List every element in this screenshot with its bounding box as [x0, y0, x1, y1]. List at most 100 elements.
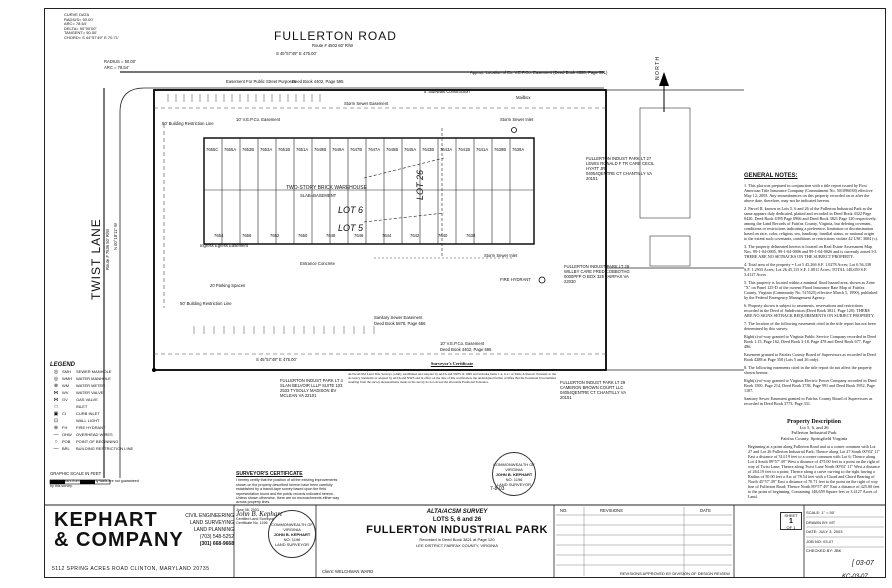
- firm-name-1: KEPHART: [54, 509, 158, 531]
- seal-title-name: JOHN B. KEPHART: [273, 531, 311, 537]
- property-boundary: [153, 89, 607, 371]
- legend-symbol-icon: ⊡: [53, 417, 59, 424]
- scale-label: GRAPHIC SCALE IN FEET: [50, 471, 102, 476]
- firm-name: KEPHART & COMPANY: [54, 510, 184, 550]
- bay-label: 7649A: [332, 147, 345, 152]
- sidewalk-label: 5' Sidewalk Construction: [424, 89, 470, 94]
- bay-label: 7643A: [440, 147, 453, 152]
- pen-mark: [ 03-07: [852, 560, 874, 567]
- legend-symbol-icon: ⋈: [53, 389, 59, 396]
- twist-lane-label: TWIST LANE: [89, 218, 103, 300]
- legend-note: NOTE: Bears from top of party walls are …: [50, 479, 139, 488]
- surveyor-seal-title: COMMONWEALTH OF VIRGINIA JOHN B. KEPHART…: [268, 510, 316, 558]
- legend-label: WALL LIGHT: [76, 418, 100, 423]
- client-label: Client: WELCHMAN WARD: [322, 569, 374, 574]
- surveyor-signature: John B. Kephart: [236, 510, 283, 519]
- legend-label: FIRE HYDRANT: [76, 425, 106, 430]
- bay-label: 7647A: [368, 147, 381, 152]
- description-park: Fullerton Industrial Park: [791, 430, 837, 436]
- bay-label: 7645B: [386, 147, 399, 152]
- bay-label-lower: 7650: [298, 233, 308, 238]
- bay-dividers: [221, 138, 511, 244]
- note-item: 6. Property shown is subject to easement…: [744, 303, 875, 318]
- surveyor-seal-center: COMMONWEALTH OF VIRGINIA JOHN B. KEPHART…: [492, 452, 536, 496]
- corner-arc: ARC = 78.54': [104, 65, 129, 70]
- note-item: Right(s)-of-way granted to Virginia Elec…: [744, 378, 877, 393]
- legend-symbol-icon: —: [53, 445, 59, 452]
- project-name: FULLERTON INDUSTRIAL PARK: [366, 524, 548, 536]
- adjoiner-lot28: FULLERTON INDUST PARK LT 28 WILLBY CARE …: [564, 264, 636, 284]
- seal-center-name: JOHN B. KEPHART: [495, 471, 533, 477]
- alta-certificate-body: I hereby certify that this map or plat a…: [348, 368, 556, 384]
- legend-symbol-icon: ○: [54, 438, 58, 445]
- notes-title: GENERAL NOTES:: [744, 173, 798, 179]
- legend-label: SEWER MANHOLE: [76, 369, 112, 374]
- rev-col-revisions: REVISIONS: [600, 508, 623, 513]
- seal-title-top: COMMONWEALTH OF VIRGINIA: [271, 521, 313, 532]
- rev-col-date: DATE: [700, 508, 711, 513]
- lot5-line: [363, 212, 445, 223]
- sheet-number: SHEET 1 OF 1: [780, 512, 802, 530]
- bay-label-lower: 7656: [242, 233, 252, 238]
- vepco-south: 10' V.E.P.Co. Easement: [440, 341, 485, 346]
- lot26-label: LOT 26: [415, 169, 425, 200]
- revision-grid: [556, 507, 732, 576]
- firm-phone-2: (301) 668-9668: [199, 541, 234, 547]
- bay-label: 7645A: [404, 147, 417, 152]
- legend-label: CURB INLET: [76, 411, 100, 416]
- adjoiner-lot28-name: FULLERTON INDUST PARK LT 28: [564, 264, 630, 269]
- bay-label-lower: 7642: [410, 233, 420, 238]
- project-district: LEE DISTRICT FAIRFAX COUNTY, VIRGINIA: [416, 543, 498, 548]
- seal-title-no: NO. 1196: [283, 536, 301, 542]
- north-parking-stalls: [167, 94, 321, 102]
- side-scale: SCALE: 1" = 50': [806, 510, 835, 515]
- storm-sewer-east: Storm Sewer Inlet: [484, 253, 518, 258]
- fullerton-road-label: FULLERTON ROAD: [274, 29, 397, 43]
- bay-label: 7655C: [206, 147, 219, 152]
- description-body: Beginning at a point along Fullerton Roa…: [748, 444, 880, 500]
- legend-code: WM: [62, 383, 70, 388]
- stamp-date: 7-8-03: [490, 486, 505, 492]
- bay-label: 7639A: [512, 147, 525, 152]
- deed-south: Deed Book 4402, Page 595: [440, 347, 492, 352]
- bay-label: 7653A: [260, 147, 273, 152]
- adjoiner-lot27-addr: 04054QENTRE CT CHANTILLY VA 20151: [586, 171, 652, 181]
- bay-label-lower: 7648: [326, 233, 336, 238]
- firm-name-2: & COMPANY: [54, 529, 184, 551]
- note-item: Right(s)-of-way granted to Virginia Publ…: [744, 334, 877, 349]
- bay-label-lower: 7646: [354, 233, 364, 238]
- firm-service-1: CIVIL ENGINEERING: [185, 513, 234, 519]
- seal-center-top: COMMONWEALTH OF VIRGINIA: [493, 461, 535, 472]
- firm-phone-1: (703) 548-5252: [199, 534, 234, 540]
- restriction-line-label: 50' Building Restriction Line: [162, 121, 214, 126]
- adjoiner-lot29-owner: CAMERON BROWN COURT LLC: [560, 385, 624, 390]
- scale-bar-fill-1: [50, 480, 65, 484]
- surveyor-cert-line: Certified Land Surveyor: [236, 516, 274, 521]
- note-item: Easement granted to Fairfax County Board…: [744, 352, 876, 362]
- fullerton-route: Route # 4502 60' R/W: [312, 43, 354, 48]
- revisions-approved: REVISIONS APPROVED BY DIVISION OF DESIGN…: [620, 571, 730, 576]
- note-item: 7. The location of the following easemen…: [744, 321, 876, 331]
- project-lots: LOTS 5, 6 and 26: [432, 517, 482, 523]
- north-letters: N O R T H: [655, 56, 661, 80]
- adjoiner-lot29: FULLERTON INDUST PARK LT 29 CAMERON BROW…: [560, 380, 632, 400]
- legend-title: LEGEND: [50, 362, 76, 368]
- seal-center-no: NO. 1196: [505, 476, 523, 482]
- legend-symbol-icon: ⊕: [53, 424, 59, 431]
- adjoiner-lot4-name: FULLERTON INDUST PARK LT 4: [280, 378, 343, 383]
- legend-label: GAS VALVE: [76, 397, 98, 402]
- entrance-label: Entrance Concrete: [300, 261, 335, 266]
- bay-label: 7647B: [350, 147, 363, 152]
- legend-symbol-icon: ◎: [53, 368, 59, 375]
- storm-sewer-north: Storm Sewer Easement: [344, 101, 389, 106]
- bay-label: 7655A: [224, 147, 237, 152]
- note-item: 1. This plat was prepared in conjunction…: [744, 183, 873, 203]
- alta-certificate-title: Surveyor's Certificate: [430, 361, 474, 366]
- surveyor-date: June 08, 2003: [236, 507, 259, 512]
